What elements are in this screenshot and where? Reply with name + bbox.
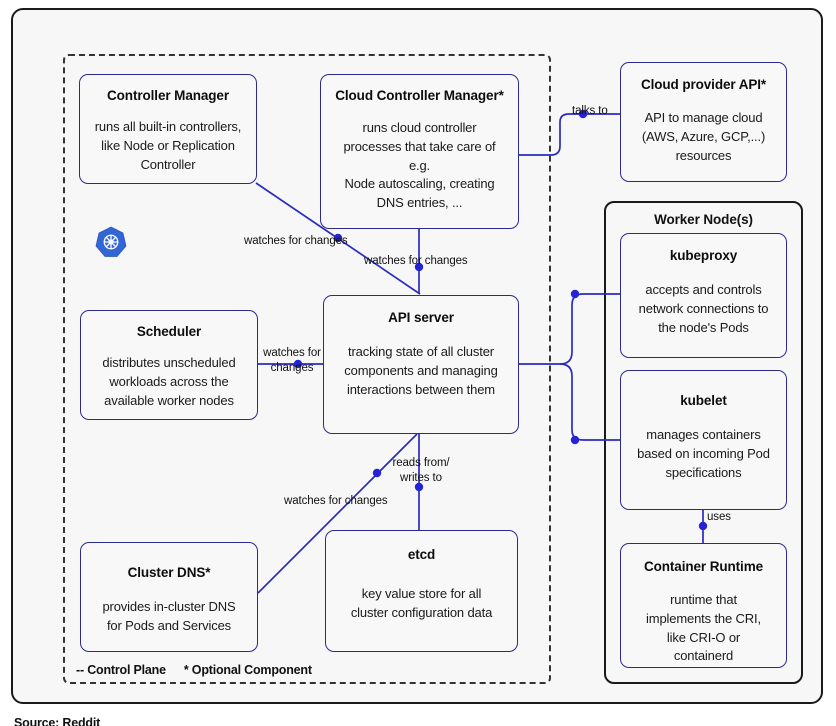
edge-label-kubelet-to-uses: uses — [707, 511, 731, 523]
node-controller-manager-title: Controller Manager — [107, 88, 229, 103]
worker-node-title: Worker Node(s) — [654, 212, 753, 227]
node-scheduler-body: distributes unscheduled workloads across… — [102, 354, 236, 408]
node-container-runtime[interactable]: Container Runtime runtime that implement… — [620, 543, 787, 668]
node-cluster-dns-title: Cluster DNS* — [127, 565, 211, 580]
node-etcd[interactable]: etcd key value store for all cluster con… — [325, 530, 518, 652]
node-controller-manager[interactable]: Controller Manager runs all built-in con… — [79, 74, 257, 184]
legend-control-plane: -- Control Plane — [76, 663, 166, 677]
node-cloud-provider-api[interactable]: Cloud provider API* API to manage cloud … — [620, 62, 787, 182]
node-cloud-provider-api-body: API to manage cloud (AWS, Azure, GCP,...… — [641, 109, 766, 163]
source-caption: Source: Reddit — [14, 716, 101, 726]
edge-label-scheduler-to-api: watches for changes — [263, 347, 321, 374]
node-etcd-body: key value store for all cluster configur… — [350, 585, 493, 620]
node-container-runtime-body: runtime that implements the CRI, like CR… — [646, 591, 761, 664]
node-kubeproxy-body: accepts and controls network connections… — [638, 281, 769, 335]
node-kubelet[interactable]: kubelet manages containers based on inco… — [620, 370, 787, 510]
node-cluster-dns-body: provides in-cluster DNS for Pods and Ser… — [102, 598, 236, 633]
node-api-server[interactable]: API server tracking state of all cluster… — [323, 295, 519, 434]
node-api-server-title: API server — [388, 310, 454, 325]
node-kubeproxy[interactable]: kubeproxy accepts and controls network c… — [620, 233, 787, 358]
kubernetes-logo-icon — [95, 226, 127, 257]
node-cluster-dns[interactable]: Cluster DNS* provides in-cluster DNS for… — [80, 542, 258, 652]
node-kubeproxy-title: kubeproxy — [669, 248, 738, 263]
node-kubelet-title: kubelet — [680, 393, 727, 408]
edge-label-cloud-controller-to-cloud-api: talks to — [572, 105, 608, 117]
node-container-runtime-title: Container Runtime — [643, 559, 764, 574]
edge-label-cloud-controller-to-api: watches for changes — [364, 255, 468, 267]
edge-label-controller-manager-to-api: watches for changes — [244, 235, 348, 247]
node-scheduler[interactable]: Scheduler distributes unscheduled worklo… — [80, 310, 258, 420]
edge-label-cluster-dns-to-api: watches for changes — [284, 495, 388, 507]
legend-optional-component: * Optional Component — [183, 663, 312, 677]
node-api-server-body: tracking state of all cluster components… — [344, 343, 498, 397]
node-cloud-provider-api-title: Cloud provider API* — [640, 77, 767, 92]
node-etcd-title: etcd — [407, 547, 436, 562]
node-controller-manager-body: runs all built-in controllers, like Node… — [94, 118, 242, 172]
node-cloud-controller-manager[interactable]: Cloud Controller Manager* runs cloud con… — [320, 74, 519, 229]
edge-label-api-to-etcd: reads from/ writes to — [392, 457, 450, 484]
legend: -- Control Plane * Optional Component — [76, 663, 312, 677]
node-scheduler-title: Scheduler — [136, 324, 202, 339]
node-cloud-controller-manager-title: Cloud Controller Manager* — [335, 88, 504, 103]
node-kubelet-body: manages containers based on incoming Pod… — [637, 426, 770, 480]
node-cloud-controller-manager-body: runs cloud controller processes that tak… — [343, 119, 496, 211]
